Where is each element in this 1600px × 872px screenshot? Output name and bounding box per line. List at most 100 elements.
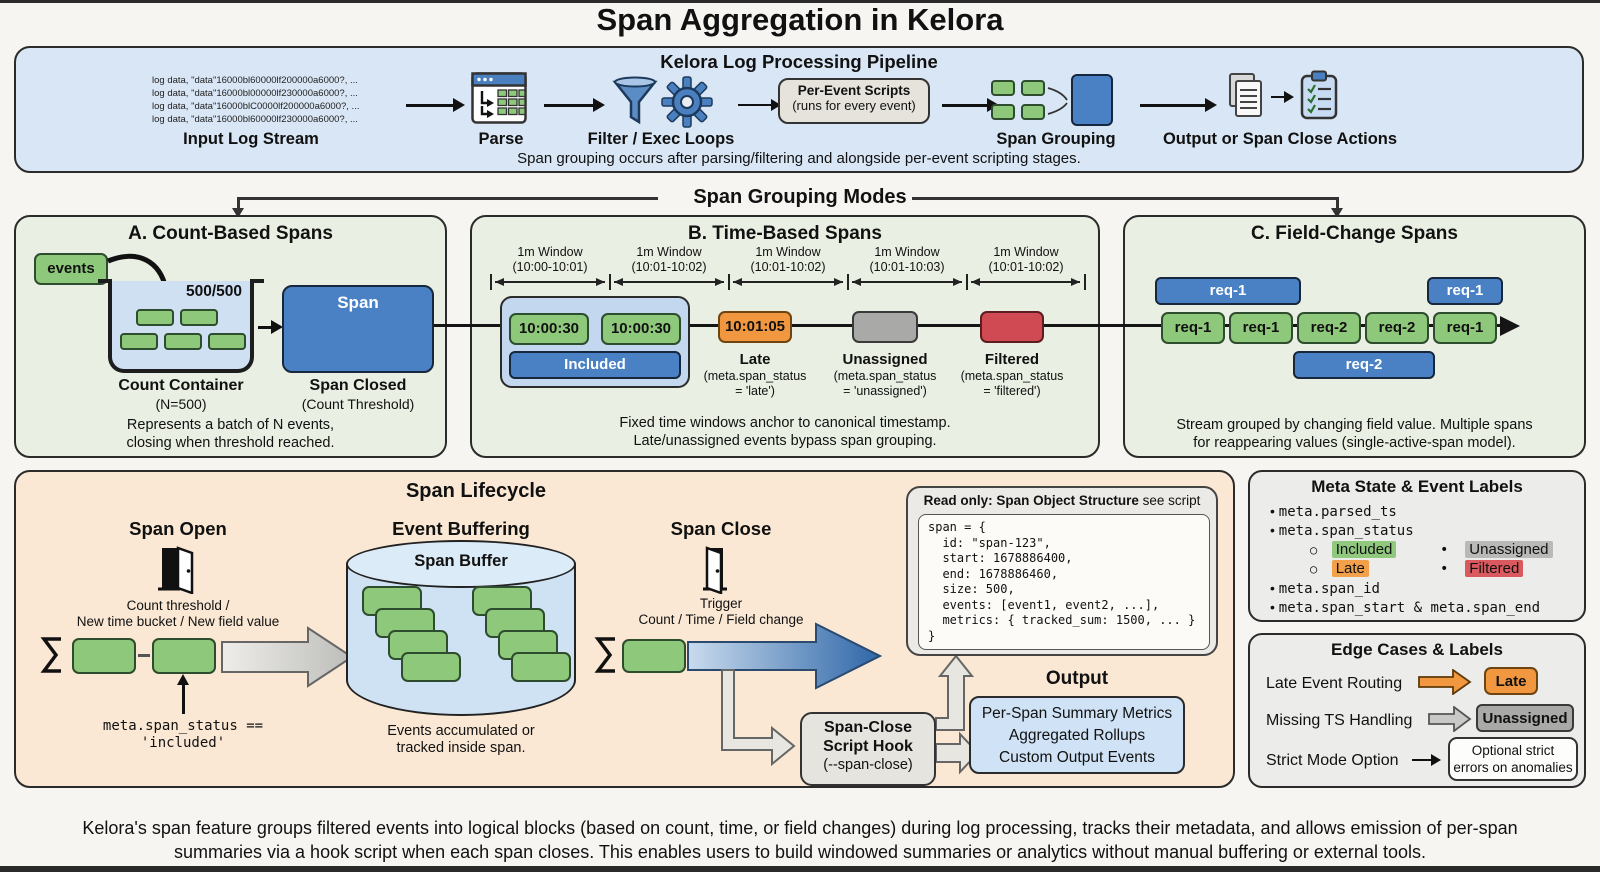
missing-ts-label: Missing TS Handling [1266, 712, 1413, 729]
panel-c-caption-2: for reappearing values (single-active-sp… [1193, 435, 1516, 451]
stream-sigma-icon [40, 636, 64, 679]
late-meta-1: (meta.span_status [703, 369, 807, 383]
panel-c-caption-1: Stream grouped by changing field value. … [1176, 417, 1533, 433]
panel-b-caption-2: Late/unassigned events bypass span group… [633, 433, 937, 449]
edge-cases-panel: Edge Cases & Labels Late Event Routing L… [1248, 633, 1586, 788]
output-box: Per-Span Summary Metrics Aggregated Roll… [969, 696, 1185, 774]
field-event-4: req-2 [1365, 312, 1429, 344]
close-event [622, 639, 686, 673]
output-title: Output [1045, 668, 1109, 689]
unassigned-meta-2: = 'unassigned') [843, 384, 927, 398]
span-grouping-label: Span Grouping [996, 130, 1116, 148]
modes-arrow-left [232, 208, 244, 218]
span-close-title: Span Close [670, 518, 772, 539]
span-bar-req1-left: req-1 [1155, 277, 1301, 305]
field-event-2: req-1 [1229, 312, 1293, 344]
window-label-2: 1m Window(10:01-10:02) [631, 245, 707, 274]
panel-b-caption-1: Fixed time windows anchor to canonical t… [619, 415, 951, 431]
window-label-3: 1m Window(10:01-10:02) [750, 245, 826, 274]
event-square [1021, 104, 1045, 120]
window-label-5: 1m Window(10:01-10:02) [988, 245, 1064, 274]
span-bar-req1-right: req-1 [1427, 277, 1503, 305]
panel-time-based: B. Time-Based Spans 1m Window(10:00-10:0… [470, 215, 1100, 458]
span-closed-label: Span Closed [309, 377, 407, 394]
hook-line-2: Script Hook [823, 738, 913, 755]
container-lip-left [98, 279, 112, 283]
stream-sigma-icon [594, 636, 618, 679]
parse-icon [471, 72, 527, 129]
footer-line-1: Kelora's span feature groups filtered ev… [82, 818, 1518, 838]
field-event-5: req-1 [1433, 312, 1497, 344]
unassigned-target-box: Unassigned [1476, 704, 1574, 732]
meta-item-span-start-end: meta.span_start & meta.span_end [1270, 599, 1540, 616]
gear-icon [661, 76, 713, 133]
container-lip-right [250, 279, 264, 283]
window-tick [1084, 274, 1086, 290]
buffered-event [401, 652, 461, 682]
window-label-1: 1m Window(10:00-10:01) [512, 245, 588, 274]
span-closed-sub: (Count Threshold) [301, 396, 415, 412]
status-included: Included [1310, 541, 1397, 558]
open-trigger-2: New time bucket / New field value [76, 614, 280, 629]
clipboard-checklist-icon [1300, 70, 1338, 125]
window-measure [852, 277, 962, 286]
input-log-stream: log data, "data"16000bl60000lf200000a600… [152, 74, 412, 126]
span-bar-req2: req-2 [1293, 351, 1435, 379]
filtered-meta-1: (meta.span_status [960, 369, 1064, 383]
pipeline-panel: Kelora Log Processing Pipeline log data,… [14, 46, 1584, 173]
edge-panel-title: Edge Cases & Labels [1331, 640, 1503, 659]
panel-count-based: A. Count-Based Spans events 500/500 Span… [14, 215, 447, 458]
late-meta-2: = 'late') [735, 384, 775, 398]
event-block [120, 333, 158, 350]
meta-panel-title: Meta State & Event Labels [1311, 477, 1523, 496]
panel-c-title: C. Field-Change Spans [1251, 223, 1458, 244]
span-box-label: Span [337, 293, 379, 312]
modes-header: Span Grouping Modes [693, 186, 907, 208]
open-trigger-1: Count threshold / [126, 598, 230, 613]
modes-connector-stub-left [237, 197, 240, 209]
late-routing-arrow [1418, 668, 1472, 700]
missing-ts-arrow [1428, 705, 1472, 737]
event-buffering-title: Event Buffering [392, 518, 530, 539]
open-event-1 [72, 638, 136, 674]
window-tick [609, 274, 611, 290]
panel-field-change: C. Field-Change Spans req-1 req-1 req-1 … [1123, 215, 1586, 458]
door-open-icon [158, 546, 198, 599]
event-block [164, 333, 202, 350]
log-line: log data, "data"16000blC0000lf200000a600… [152, 101, 360, 112]
open-meta-2: 'included' [140, 735, 226, 751]
event-square [991, 80, 1015, 96]
window-tick [728, 274, 730, 290]
pipeline-arrow-3 [738, 99, 781, 111]
event-block [208, 333, 246, 350]
span-buffer-label: Span Buffer [414, 552, 508, 570]
span-grouping-icon [991, 74, 1115, 128]
output-line-2: Aggregated Rollups [1008, 727, 1146, 744]
status-late: Late [1310, 560, 1369, 577]
per-event-scripts-line1: Per-Event Scripts [797, 83, 911, 98]
bottom-edge-bar [0, 866, 1600, 872]
span-object-code: span = { id: "span-123", start: 16788864… [918, 514, 1210, 650]
field-event-1: req-1 [1161, 312, 1225, 344]
span-open-title: Span Open [129, 518, 227, 539]
window-tick [966, 274, 968, 290]
event-block [136, 309, 174, 326]
included-chip: Included [1331, 541, 1397, 558]
strict-mode-label: Strict Mode Option [1266, 752, 1399, 769]
per-event-scripts-line2: (runs for every event) [792, 98, 916, 113]
included-group: 10:00:30 10:00:30 Included [500, 296, 690, 388]
window-tick [847, 274, 849, 290]
parse-label: Parse [478, 130, 524, 148]
panel-a-title: A. Count-Based Spans [128, 223, 333, 244]
status-filtered: Filtered [1440, 560, 1524, 577]
late-target-box: Late [1484, 667, 1538, 695]
span-rect [1071, 74, 1113, 126]
input-log-stream-label: Input Log Stream [183, 130, 319, 148]
span-object-title: Read only: Span Object Structure see scr… [923, 493, 1201, 508]
filter-label: Filter / Exec Loops [587, 130, 735, 148]
late-event-box: 10:01:05 [718, 311, 792, 343]
pipeline-arrow-2 [544, 98, 605, 112]
modes-connector-stub-right [1336, 197, 1339, 209]
pipeline-arrow-5 [1140, 98, 1217, 112]
pipeline-title: Kelora Log Processing Pipeline [660, 51, 938, 72]
